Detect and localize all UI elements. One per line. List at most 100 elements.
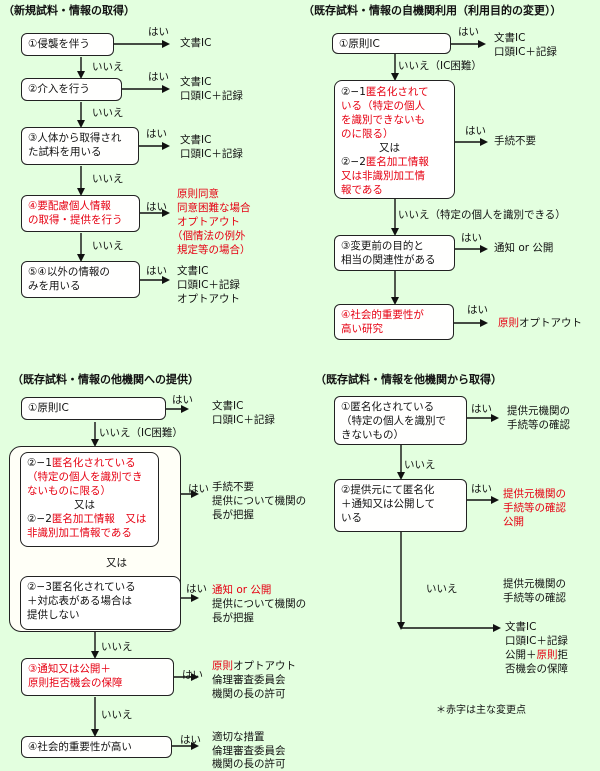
q3-result-23a: 通知 or 公開 xyxy=(212,584,272,596)
q1-result-5a: 文書IC xyxy=(177,265,209,277)
no-label: いいえ xyxy=(92,61,124,73)
no-label: いいえ xyxy=(101,709,133,721)
footnote-red-text: ＊赤字は主な変更点 xyxy=(436,705,526,716)
q4-result-2c: 公開 xyxy=(503,516,524,528)
node-text: ④要配慮個人情報 xyxy=(28,200,111,212)
q2-node-related-purpose: ③変更前の目的と相当の関連性がある xyxy=(334,235,455,271)
q1-result-4e: 規定等の場合） xyxy=(177,244,251,256)
yes-label: はい xyxy=(146,265,167,277)
yes-label: はい xyxy=(146,201,167,213)
no-label: いいえ xyxy=(404,459,436,471)
q3-result-4a: 適切な措置 xyxy=(212,731,265,743)
q3-result-23c: 長が把握 xyxy=(212,612,254,624)
q1-result-4b: 同意困難な場合 xyxy=(177,202,251,214)
q4-result-4f: 否機会の保障 xyxy=(505,663,568,675)
q1-result-4d: （個情法の例外 xyxy=(172,230,246,242)
q2-node-principle-ic: ①原則IC xyxy=(332,33,451,54)
yes-label: はい xyxy=(182,669,203,681)
no-label: いいえ xyxy=(92,240,124,252)
yes-label: はい xyxy=(148,71,169,83)
yes-label: はい xyxy=(461,232,482,244)
yes-label: はい xyxy=(186,583,207,595)
node-text: の取得・提供を行う xyxy=(28,214,123,226)
q3-result-1a: 文書IC xyxy=(212,400,244,412)
q2-no-ic-label: いいえ（IC困難） xyxy=(398,60,482,72)
q3-result-4b: 倫理審査委員会 xyxy=(212,745,286,757)
q3-node-social-importance: ④社会的重要性が高い xyxy=(21,736,172,758)
q3-node-anonymized: ②−1匿名化されている （特定の個人を識別でき ないものに限る） 又は ②−2匿… xyxy=(20,452,159,547)
q4-node-source-anonymized: ②提供元にて匿名化＋通知又は公開している xyxy=(334,479,467,532)
or-label: 又は xyxy=(106,557,127,569)
yes-label: はい xyxy=(172,394,193,406)
q4-result-3a: 提供元機関の xyxy=(503,578,566,590)
q3-result-2b: 提供について機関の xyxy=(212,495,307,507)
node-text: 高い研究 xyxy=(341,323,383,335)
q1-node-specimens: ③人体から取得された試料を用いる xyxy=(21,127,139,165)
node-text: ③人体から取得され xyxy=(28,132,122,144)
node-text: ①侵襲を伴う xyxy=(28,38,90,50)
yes-label: はい xyxy=(458,26,479,38)
yes-label: はい xyxy=(465,125,486,137)
q3-result-2c: 長が把握 xyxy=(212,509,254,521)
q3-result-3c: 倫理審査委員会 xyxy=(212,674,286,686)
q4-result-3b: 手続等の確認 xyxy=(503,592,566,604)
yes-label: はい xyxy=(471,483,492,495)
q1-result-3b: 口頭IC＋記録 xyxy=(180,148,243,160)
node-text: ⑤④以外の情報の xyxy=(28,266,110,278)
q1-result-2b: 口頭IC＋記録 xyxy=(180,90,243,102)
q3-node-correspondence-table: ②−3匿名化されている＋対応表がある場合は提供しない xyxy=(20,576,181,630)
q2-node-anonymized: ②−1匿名化されて いる（特定の個人 を識別できないも のに限る） 又は ②−2… xyxy=(334,80,455,199)
q3-result-3d: 機関の長の許可 xyxy=(212,688,286,700)
q1-result-1: 文書IC xyxy=(180,37,212,49)
q4-node-anonymized: ①匿名化されている（特定の個人を識別できないもの） xyxy=(334,396,467,445)
yes-label: はい xyxy=(471,403,492,415)
yes-label: はい xyxy=(148,26,169,38)
q4-result-2a: 提供元機関の xyxy=(503,488,566,500)
q1-result-5b: 口頭IC＋記録 xyxy=(177,279,240,291)
q1-result-5c: オプトアウト xyxy=(177,293,240,305)
node-text: ①原則IC xyxy=(339,38,380,50)
q2-result-2: 手続不要 xyxy=(494,135,536,147)
node-text: 相当の関連性がある xyxy=(341,254,436,266)
section-title-obtain-from-others: （既存試料・情報を他機関から取得） xyxy=(315,373,502,386)
section-title-own-use: （既存試料・情報の自機関利用（利用目的の変更）） xyxy=(303,4,562,17)
node-text: ③変更前の目的と xyxy=(341,240,424,252)
q3-result-1b: 口頭IC＋記録 xyxy=(212,414,275,426)
yes-label: はい xyxy=(467,304,488,316)
section-title-provide-to-others: （既存試料・情報の他機関への提供） xyxy=(12,373,199,386)
q4-result-1a: 提供元機関の xyxy=(507,405,570,417)
q4-result-4b: 口頭IC＋記録 xyxy=(505,635,568,647)
q3-result-2a: 手続不要 xyxy=(212,481,254,493)
q1-node-other-info: ⑤④以外の情報のみを用いる xyxy=(21,261,140,298)
no-label: いいえ xyxy=(101,641,133,653)
q3-result-3a: 原則オプトアウト xyxy=(212,660,296,672)
no-label: いいえ xyxy=(92,173,124,185)
q1-node-invasive: ①侵襲を伴う xyxy=(21,33,114,56)
q2-no-identifiable-label: いいえ（特定の個人を識別できる） xyxy=(398,209,566,221)
yes-label: はい xyxy=(188,483,209,495)
no-label: いいえ xyxy=(92,107,124,119)
q1-node-intervention: ②介入を行う xyxy=(21,78,122,101)
q4-result-2b: 手続等の確認 xyxy=(503,502,566,514)
q3-no-ic-label: いいえ（IC困難） xyxy=(99,427,183,439)
node-text: みを用いる xyxy=(28,280,81,292)
q4-result-4a: 文書IC xyxy=(505,621,537,633)
q2-result-3: 通知 or 公開 xyxy=(494,242,554,254)
yes-label: はい xyxy=(180,734,201,746)
node-text: ②介入を行う xyxy=(28,83,90,95)
q1-result-3a: 文書IC xyxy=(180,134,212,146)
q3-node-principle-ic: ①原則IC xyxy=(21,397,166,420)
q1-result-4a: 原則同意 xyxy=(177,188,219,200)
q2-result-1b: 口頭IC＋記録 xyxy=(494,46,557,58)
node-text: ④社会的重要性が高い xyxy=(28,741,132,753)
q3-result-23b: 提供について機関の xyxy=(212,598,307,610)
q2-node-social-importance: ④社会的重要性が高い研究 xyxy=(334,304,454,340)
q3-result-4c: 機関の長の許可 xyxy=(212,758,286,770)
q2-result-4: 原則オプトアウト xyxy=(498,317,582,329)
node-text: ①原則IC xyxy=(28,402,69,414)
q3-node-notify-optout: ③通知又は公開＋原則拒否機会の保障 xyxy=(21,658,174,696)
yes-label: はい xyxy=(146,128,167,140)
node-text: た試料を用いる xyxy=(28,146,102,158)
q4-result-4c: 公開＋原則拒 xyxy=(505,649,568,661)
q2-result-1a: 文書IC xyxy=(494,32,526,44)
